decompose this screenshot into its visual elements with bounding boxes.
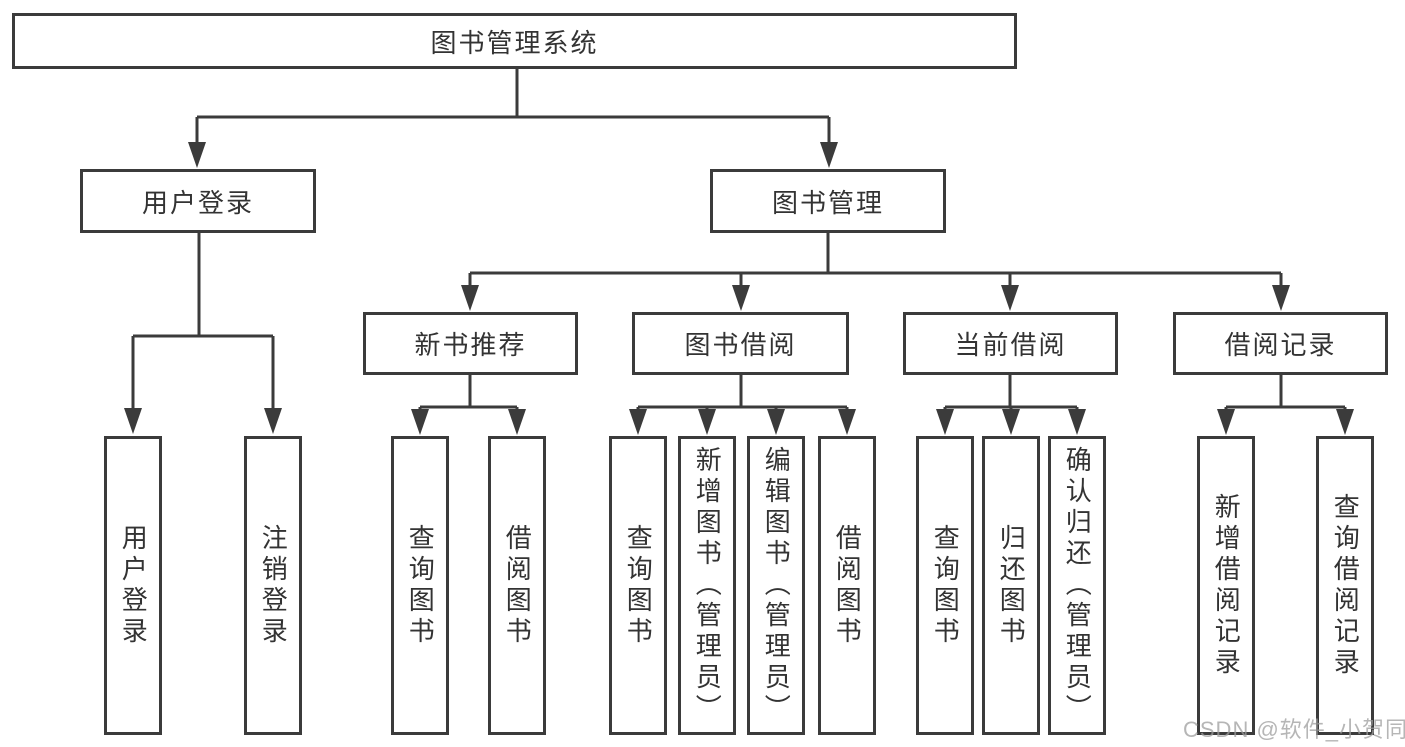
node-leaf-query-borrow-record: 查询借阅记录 xyxy=(1316,436,1374,735)
watermark: CSDN @软件_小贺同学 xyxy=(1183,717,1405,742)
node-leaf-confirm-return-admin: 确认归还（管理员） xyxy=(1048,436,1106,735)
node-book-management: 图书管理 xyxy=(710,169,946,233)
arrowhead-icons xyxy=(124,142,1354,435)
node-leaf-logout: 注销登录 xyxy=(244,436,302,735)
node-leaf-recommend-borrow-book: 借阅图书 xyxy=(488,436,546,735)
node-current-borrow: 当前借阅 xyxy=(903,312,1118,375)
node-user-login-module: 用户登录 xyxy=(80,169,316,233)
node-leaf-recommend-query-book: 查询图书 xyxy=(391,436,449,735)
node-leaf-return-book: 归还图书 xyxy=(982,436,1040,735)
node-new-book-recommend: 新书推荐 xyxy=(363,312,578,375)
node-leaf-borrow-query-book: 查询图书 xyxy=(609,436,667,735)
node-leaf-edit-book-admin: 编辑图书（管理员） xyxy=(747,436,805,735)
edge-lines xyxy=(131,68,1347,409)
node-leaf-current-query-book: 查询图书 xyxy=(916,436,974,735)
node-leaf-add-book-admin: 新增图书（管理员） xyxy=(678,436,736,735)
node-borrow-record: 借阅记录 xyxy=(1173,312,1388,375)
node-library-system: 图书管理系统 xyxy=(12,13,1017,69)
node-leaf-borrow-book: 借阅图书 xyxy=(818,436,876,735)
node-leaf-user-login: 用户登录 xyxy=(104,436,162,735)
node-book-borrow: 图书借阅 xyxy=(632,312,849,375)
node-leaf-add-borrow-record: 新增借阅记录 xyxy=(1197,436,1255,735)
